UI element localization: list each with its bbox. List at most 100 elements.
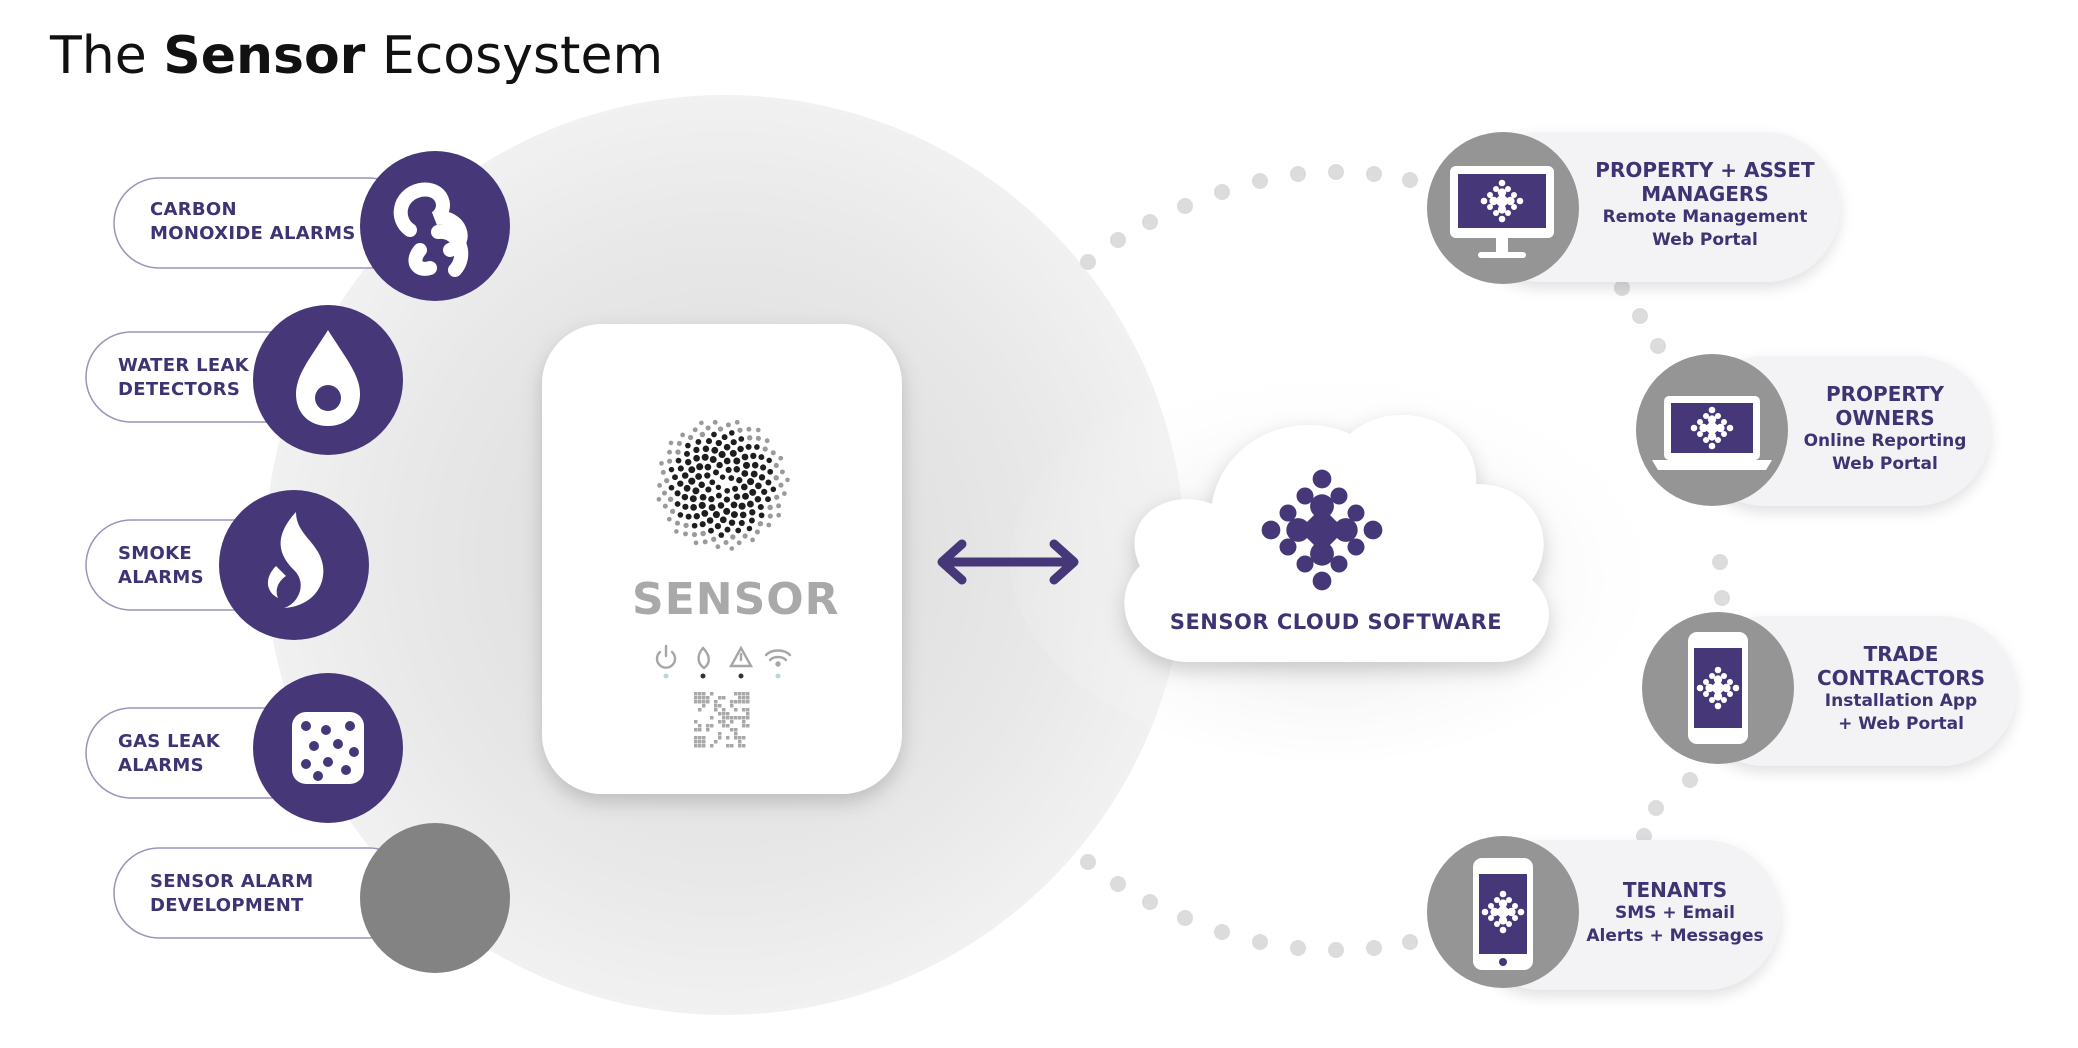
cloud-sensor-logo	[1261, 469, 1383, 591]
grille-hole	[770, 450, 776, 456]
qr-module	[722, 712, 726, 716]
qr-module	[718, 696, 722, 700]
grille-hole	[668, 440, 674, 446]
logo-dot	[1487, 204, 1493, 210]
qr-module	[738, 736, 742, 740]
logo-dot	[1312, 469, 1332, 489]
qr-module	[694, 736, 698, 740]
card-text-contractors: TRADE CONTRACTORS Installation App + Web…	[1816, 642, 1986, 734]
grille-hole	[705, 486, 712, 493]
grille-hole	[767, 504, 773, 511]
qr-module	[694, 740, 698, 744]
grille-hole	[709, 479, 716, 486]
grille-hole	[692, 487, 700, 495]
logo-dot	[1697, 431, 1703, 437]
grille-hole	[691, 522, 698, 529]
grille-hole	[664, 477, 670, 484]
indicator-leds	[663, 673, 781, 679]
grille-hole	[761, 488, 768, 496]
qr-module	[742, 736, 746, 740]
grille-hole	[683, 531, 688, 537]
bidirectional-arrow	[937, 539, 1079, 585]
qr-module	[706, 700, 710, 704]
logo-dot	[1493, 186, 1499, 192]
grille-hole	[669, 508, 676, 515]
flame-indicator-icon	[697, 646, 710, 670]
logo-dot	[1363, 520, 1383, 540]
qr-module	[718, 712, 722, 716]
grille-hole	[660, 469, 666, 475]
cloud-label: SENSOR CLOUD SOFTWARE	[1169, 610, 1503, 634]
grille-hole	[693, 540, 699, 546]
qr-module	[726, 712, 730, 716]
logo-dot	[1489, 196, 1498, 206]
qr-module	[730, 728, 734, 732]
qr-module	[746, 696, 750, 700]
logo-center	[1496, 195, 1508, 207]
grille-hole	[712, 419, 718, 425]
qr-module	[742, 700, 746, 704]
logo-dot	[1512, 903, 1518, 909]
logo-dot	[1732, 684, 1740, 692]
grille-hole	[741, 470, 749, 477]
grille-hole	[666, 516, 672, 522]
grille-hole	[755, 427, 761, 433]
logo-dot	[1310, 541, 1334, 566]
grille-hole	[723, 443, 731, 451]
qr-module	[702, 692, 706, 696]
grille-hole	[782, 491, 787, 496]
grille-hole	[736, 477, 743, 484]
grille-hole	[661, 490, 668, 496]
grille-hole	[733, 493, 741, 500]
grille-hole	[674, 490, 681, 497]
grille-hole	[674, 501, 681, 507]
grille-hole	[740, 483, 748, 491]
logo-dot	[1713, 675, 1723, 684]
logo-dot	[1715, 437, 1721, 443]
grille-hole	[757, 521, 764, 527]
logo-dot	[1333, 518, 1358, 542]
logo-dot	[1716, 423, 1725, 433]
logo-dot	[1714, 702, 1722, 710]
grille-hole	[692, 427, 698, 433]
qr-module	[694, 728, 698, 732]
logo-dot	[1261, 520, 1281, 540]
qr-module	[694, 720, 698, 724]
grille-hole	[750, 452, 757, 460]
logo-dot	[1708, 406, 1716, 414]
grille-hole	[684, 450, 690, 457]
logo-dot	[1498, 899, 1508, 908]
logo-dot	[1488, 915, 1494, 921]
grille-hole	[705, 425, 711, 431]
qr-module	[738, 744, 742, 748]
grille-hole	[699, 493, 707, 501]
grille-hole	[730, 501, 738, 509]
grille-hole	[711, 536, 717, 542]
grille-hole	[695, 438, 702, 445]
qr-module	[698, 692, 702, 696]
grille-hole	[668, 484, 675, 491]
qr-module	[706, 724, 710, 728]
power-icon	[655, 644, 677, 669]
logo-dot	[1481, 908, 1489, 916]
grille-hole	[718, 532, 725, 538]
qr-module	[698, 700, 702, 704]
grille-hole	[717, 502, 725, 509]
warning-icon	[728, 645, 754, 668]
grille-hole	[738, 436, 745, 442]
logo-dot	[1499, 890, 1507, 898]
grille-hole	[734, 419, 740, 425]
logo-dot	[1709, 673, 1715, 679]
card-text-managers: PROPERTY + ASSET MANAGERS Remote Managem…	[1595, 158, 1815, 250]
qr-module	[694, 744, 698, 748]
wifi-icon	[764, 649, 792, 667]
grille-hole	[774, 494, 780, 500]
grille-hole	[757, 503, 764, 511]
grille-hole	[698, 501, 706, 509]
grille-hole	[696, 463, 704, 471]
grille-hole	[699, 431, 706, 438]
